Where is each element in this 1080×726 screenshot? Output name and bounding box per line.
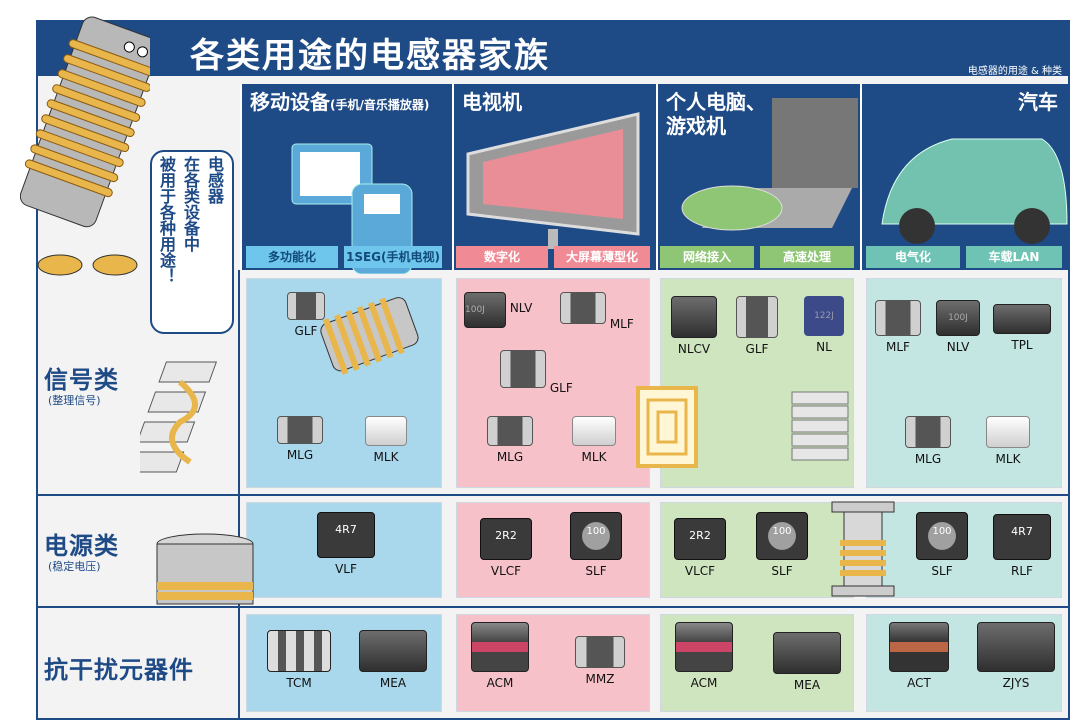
header-pc: 个人电脑、游戏机: [656, 84, 860, 270]
row-divider: [36, 494, 1070, 496]
col-title-pc-line2: 游戏机: [666, 114, 726, 138]
mascot-spiral-coil: [636, 386, 700, 470]
header-tv: 电视机: [452, 84, 656, 270]
mascot-inductor-character: [19, 10, 159, 280]
tag-pc-1: 网络接入: [660, 246, 754, 268]
page-title: 各类用途的电感器家族: [190, 36, 550, 76]
laptop-gamepad-icon: [681, 98, 858, 231]
tag-car-2: 车载LAN: [966, 246, 1062, 268]
car-icon: [881, 138, 1068, 244]
row-label-emi: 抗干扰元器件: [44, 656, 194, 684]
col-title-pc-line1: 个人电脑、: [666, 90, 766, 114]
mascot-mobile-coil: [276, 292, 426, 392]
part-tcm: TCM: [264, 630, 334, 690]
row-sub-power: (稳定电压): [48, 560, 101, 573]
speech-bubble: [150, 150, 234, 334]
row-label-signal: 信号类: [44, 366, 119, 394]
part-act: ACT: [886, 622, 952, 690]
part-mlk: MLK: [980, 416, 1036, 466]
tag-mobile-1: 多功能化: [246, 246, 338, 268]
tag-mobile-2: 1SEG(手机电视): [344, 246, 442, 268]
col-title-mobile-small: (手机/音乐播放器): [330, 98, 430, 112]
col-title-mobile: 移动设备: [250, 90, 330, 114]
part-mlg: MLG: [482, 416, 538, 464]
part-glf: GLF: [732, 296, 782, 356]
part-glf: GLF: [278, 292, 334, 338]
header-car: 汽车: [860, 84, 1068, 270]
part-mlf: MLF: [560, 292, 644, 331]
part-zjys: ZJYS: [974, 622, 1058, 690]
part-mlf: MLF: [872, 300, 924, 354]
part-nlv: 100J NLV: [464, 292, 544, 332]
tag-tv-2: 大屏幕薄型化: [554, 246, 650, 268]
mascot-bobbin-coil: [830, 500, 896, 604]
col-title-car: 汽车: [1018, 90, 1058, 114]
mascot-signal-stack: [125, 352, 250, 502]
mascot-power-drum: [150, 530, 260, 620]
header-mobile: 移动设备(手机/音乐播放器): [240, 84, 452, 274]
part-mlk: MLK: [566, 416, 622, 464]
row-divider: [36, 606, 1070, 608]
bubble-line-3: 被用于各种用途！: [157, 156, 176, 284]
col-title-pc: 个人电脑、游戏机: [666, 90, 766, 138]
part-mea: MEA: [770, 632, 844, 692]
part-acm: ACM: [672, 622, 736, 690]
part-glf: GLF: [500, 350, 590, 395]
row-sub-signal: (整理信号): [48, 394, 101, 407]
col-title-tv: 电视机: [462, 90, 522, 114]
mascot-multilayer: [786, 382, 858, 482]
part-mlg: MLG: [900, 416, 956, 466]
part-tpl: TPL: [990, 304, 1054, 352]
page-subtitle: 电感器的用途 & 种类: [967, 66, 1062, 77]
tv-icon: [466, 112, 640, 249]
part-mea: MEA: [356, 630, 430, 690]
title-bar: [36, 20, 1070, 76]
col-divider: [238, 270, 240, 720]
tag-tv-1: 数字化: [456, 246, 548, 268]
part-nlcv: NLCV: [666, 296, 722, 356]
part-mmz: MMZ: [570, 636, 630, 686]
part-mlk: MLK: [356, 416, 416, 464]
tag-pc-2: 高速处理: [760, 246, 854, 268]
bubble-line-2: 在各类设备中: [181, 156, 200, 252]
row-label-power: 电源类: [44, 532, 119, 560]
tag-car-1: 电气化: [866, 246, 960, 268]
part-acm: ACM: [468, 622, 532, 690]
bubble-line-1: 电感器: [205, 156, 224, 204]
part-mlg: MLG: [270, 416, 330, 462]
